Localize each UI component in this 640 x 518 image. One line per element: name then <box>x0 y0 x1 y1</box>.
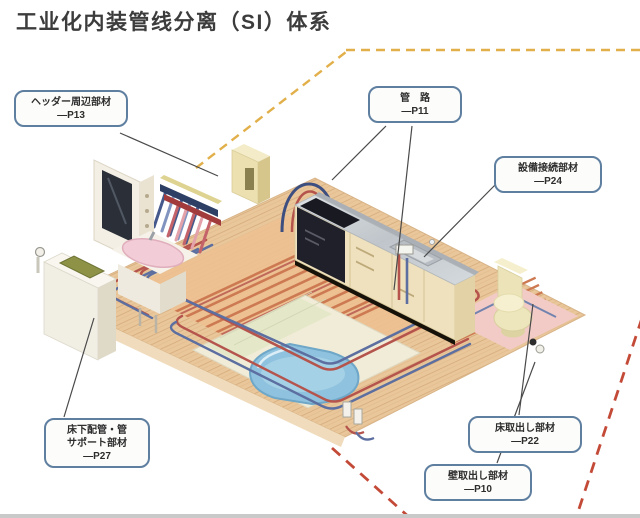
leader-equipment <box>423 183 497 258</box>
leader-pipe-route-b <box>393 125 413 291</box>
callout-equipment-page: —P24 <box>534 176 562 187</box>
bottom-edge-bar <box>0 514 640 518</box>
kitchen-pipe-risers <box>395 244 414 304</box>
callout-wall-outlet-text: 壁取出し部材 <box>448 471 508 482</box>
callout-support-text2: サポート部材 <box>67 438 127 449</box>
page-title: 工业化内装管线分离（SI）体系 <box>16 11 332 34</box>
leader-floor-outlet <box>518 303 534 416</box>
kitchen-counter <box>294 192 479 345</box>
callout-floor-outlet-page: —P22 <box>511 436 539 447</box>
pipe-red-run <box>139 238 480 371</box>
callout-equipment: 設備接続部材 —P24 <box>494 156 602 193</box>
pipe-red-bath <box>175 314 470 403</box>
callout-support-page: —P27 <box>83 451 111 462</box>
pipe-blue-bath <box>169 320 472 410</box>
boundary-red-left <box>331 446 411 518</box>
leader-pipe-route-a <box>331 125 387 181</box>
callout-wall-outlet: 壁取出し部材 —P10 <box>424 464 532 501</box>
toilet <box>493 258 545 354</box>
callout-pipe-route-text: 管 路 <box>400 93 430 104</box>
vanity <box>93 159 198 333</box>
callout-floor-outlet-text: 床取出し部材 <box>495 423 555 434</box>
callout-equipment-text: 設備接続部材 <box>518 163 578 174</box>
cooktop <box>300 198 360 228</box>
boundary-red-right <box>574 319 640 518</box>
header-manifold <box>152 175 222 254</box>
callout-support: 床下配管・管 サポート部材 —P27 <box>44 418 150 468</box>
callout-floor-outlet: 床取出し部材 —P22 <box>468 416 582 453</box>
callout-pipe-route: 管 路 —P11 <box>368 86 462 123</box>
leader-support <box>63 317 95 418</box>
kitchen-appliance <box>297 207 345 283</box>
washing-machine <box>34 246 117 361</box>
bath-fittings <box>342 401 375 441</box>
callout-wall-outlet-page: —P10 <box>464 484 492 495</box>
vanity-mirror <box>102 170 132 242</box>
toilet-valve <box>529 338 537 346</box>
callout-header-parts-page: —P13 <box>57 110 85 121</box>
callout-header-parts-text: ヘッダー周辺部材 <box>31 97 111 108</box>
wash-basin <box>121 237 185 269</box>
callout-header-parts: ヘッダー周辺部材 —P13 <box>14 90 128 127</box>
water-heater <box>231 144 338 233</box>
washer-lid <box>58 255 106 279</box>
callout-support-text1: 床下配管・管 <box>67 425 127 436</box>
leader-header-parts <box>119 132 219 177</box>
boundary-yellow-diagonal <box>195 51 347 169</box>
bathroom-unit <box>191 291 422 409</box>
bath-tile-green <box>205 298 332 361</box>
unit-boundary <box>195 48 640 518</box>
callout-pipe-route-page: —P11 <box>401 106 429 117</box>
